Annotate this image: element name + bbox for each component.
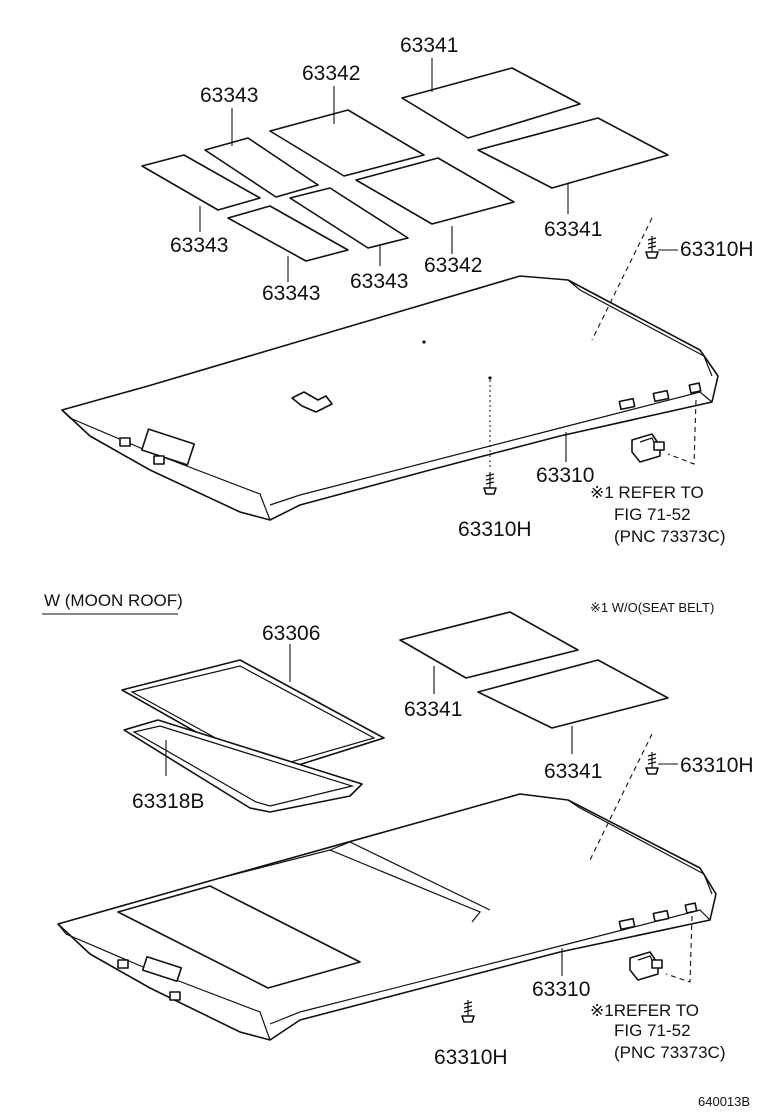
visor-hole: [117, 959, 129, 969]
reference-note-line2: FIG 71-52: [614, 1021, 691, 1040]
footnote: ※1 W/O(SEAT BELT): [590, 600, 714, 615]
part-number-63342-upper: 63342: [302, 62, 360, 85]
part-number-63310: 63310: [532, 978, 590, 1001]
pad-63343-c: [289, 187, 409, 249]
vent-slot-2: [652, 909, 670, 923]
part-number-63310h-bottom: 63310H: [458, 518, 532, 541]
screw-icon: [645, 236, 659, 259]
visor-hole: [169, 991, 181, 1001]
reference-note-line3: (PNC 73373C): [614, 1043, 726, 1062]
moonroof-opening: [117, 885, 361, 989]
reference-note-line1: ※1 REFER TO: [590, 483, 704, 502]
headliner-moonroof-top: [57, 793, 717, 1041]
reference-note-line2: FIG 71-52: [614, 505, 691, 524]
part-number-63310h-bottom: 63310H: [434, 1046, 508, 1069]
pad-63343-a: [204, 137, 319, 198]
part-number-63318b: 63318B: [132, 790, 204, 813]
part-number-63343-bottom: 63343: [262, 282, 320, 305]
headliner-rear-edge: [567, 279, 713, 377]
vent-slot-3: [688, 382, 702, 394]
pad-63341-upper: [401, 67, 581, 139]
section-title: W (MOON ROOF): [44, 591, 183, 610]
pad-63343-b: [141, 154, 261, 211]
guide-line: [667, 399, 697, 465]
pad-63341-upper-2: [399, 611, 579, 679]
moonroof-recess: [219, 849, 481, 923]
pad-63341-lower-2: [477, 659, 669, 729]
screw-point: [422, 340, 426, 344]
visor-hole-2: [153, 455, 165, 465]
headliner-side-edge: [269, 391, 713, 506]
screw-icon: [645, 752, 659, 775]
vent-slot-1: [618, 917, 636, 931]
visor-hole-1: [119, 437, 131, 447]
part-number-63310: 63310: [536, 464, 594, 487]
part-number-63310h-rear: 63310H: [680, 238, 754, 261]
map-lamp-opening: [141, 955, 183, 983]
guide-line: [591, 217, 653, 341]
reference-note-line3: (PNC 73373C): [614, 527, 726, 546]
vent-slot-3: [684, 902, 698, 914]
headliner-moonroof-side-edge: [269, 909, 711, 1025]
part-number-63341-lower: 63341: [544, 218, 602, 241]
part-number-63310h-rear: 63310H: [680, 754, 754, 777]
moonroof-recess-seam: [329, 841, 491, 911]
figure-code: 640013B: [698, 1094, 750, 1109]
part-number-63341-lower: 63341: [544, 760, 602, 783]
seal-63318b: [123, 719, 363, 813]
screw-icon: [461, 1000, 475, 1023]
part-number-63343-left: 63343: [170, 234, 228, 257]
reference-note-line1: ※1REFER TO: [590, 1001, 699, 1020]
clip-icon: [629, 951, 663, 981]
headliner-top: [61, 275, 719, 521]
pad-63342-lower: [355, 157, 515, 225]
headliner-moonroof-rear-edge: [567, 799, 713, 895]
top-section: 63341 63342 63343 63343 63343 63343 6334…: [61, 34, 754, 546]
vent-slot-2: [652, 389, 670, 403]
part-number-63341-upper: 63341: [404, 698, 462, 721]
part-number-63343-middle: 63343: [350, 270, 408, 293]
guide-line: [665, 915, 693, 983]
clip-icon: [631, 433, 665, 463]
screw-icon: [483, 472, 497, 495]
bottom-section: W (MOON ROOF) ※1 W/O(SEAT BELT): [42, 591, 754, 1109]
seal-63318b-inner: [132, 725, 355, 807]
part-number-63342-lower: 63342: [424, 254, 482, 277]
part-number-63341-upper: 63341: [400, 34, 458, 57]
pad-63341-lower: [477, 117, 669, 189]
screw-point: [488, 376, 492, 380]
part-number-63343-upper: 63343: [200, 84, 258, 107]
guide-line: [589, 733, 653, 861]
dome-lamp-opening: [291, 391, 333, 413]
pad-63342-upper: [269, 109, 425, 177]
pad-63343-d: [227, 205, 349, 262]
part-number-63306: 63306: [262, 622, 320, 645]
vent-slot-1: [618, 397, 636, 411]
